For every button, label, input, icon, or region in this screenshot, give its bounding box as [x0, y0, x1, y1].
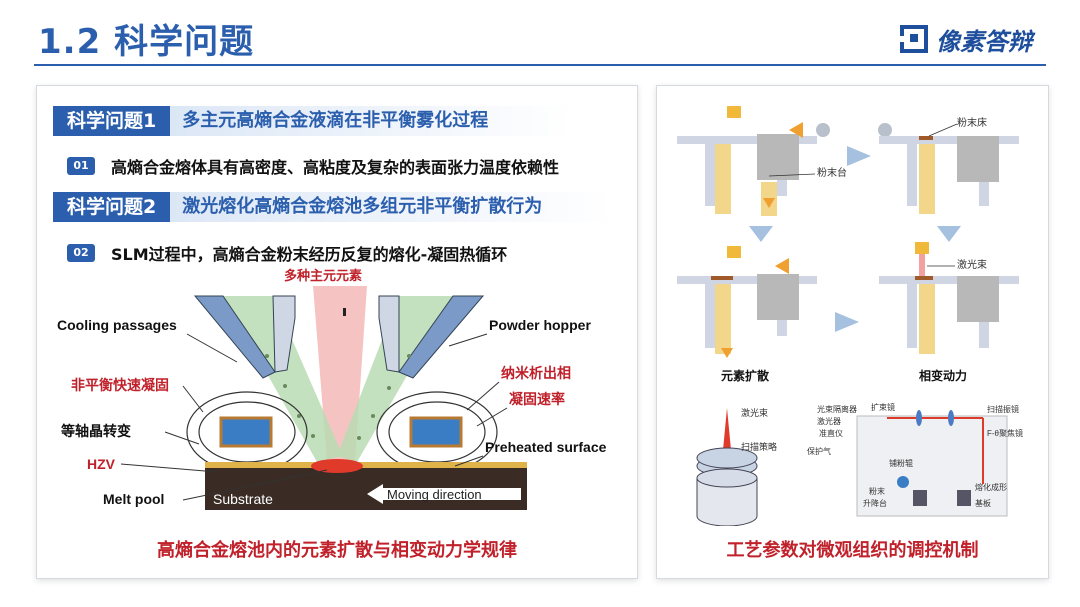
- substrate-label: Substrate: [213, 491, 273, 507]
- question-1-label: 科学问题1: [53, 106, 171, 136]
- brand-logo: 像素答辩: [900, 22, 1032, 56]
- scan-mirror-label: 扫描振镜: [987, 404, 1019, 414]
- question-2-label: 科学问题2: [53, 192, 171, 222]
- left-caption: 高熵合金熔池内的元素扩散与相变动力学规律: [157, 540, 517, 561]
- right-panel: 粉末台 粉末床 元素扩散: [656, 85, 1049, 579]
- left-panel: 科学问题1 多主元高熵合金液滴在非平衡雾化过程 01 高熵合金熔体具有高密度、高…: [36, 85, 638, 579]
- question-1: 科学问题1 多主元高熵合金液滴在非平衡雾化过程: [53, 106, 573, 136]
- point-1: 01 高熵合金熔体具有高密度、高粘度及复杂的表面张力温度依赖性: [67, 154, 559, 178]
- nonequilibrium-label: 非平衡快速凝固: [71, 377, 169, 393]
- powder-label: 粉末: [869, 486, 885, 496]
- beam-splitter-label: 光束隔离器: [817, 404, 857, 414]
- point-2: 02 SLM过程中，高熵合金粉末经历反复的熔化-凝固热循环: [67, 241, 507, 265]
- scan-strategy-figure: 激光束 扫描策略: [696, 407, 777, 526]
- slm-system-figure: 光束隔离器 扩束镜 激光器 准直仪 扫描振镜 F-θ聚焦镜 保护气 铺粉辊 粉末…: [807, 402, 1023, 517]
- step-1: 粉末台: [677, 106, 847, 216]
- powder-stream-left: [223, 296, 343, 462]
- nozzle-right-outer: [398, 295, 485, 379]
- powder-bed-label: 粉末床: [957, 116, 987, 129]
- point-2-text: SLM过程中，高熵合金粉末经历反复的熔化-凝固热循环: [111, 245, 508, 264]
- laser-beam-2-label: 激光束: [741, 407, 768, 418]
- f-theta-label: F-θ聚焦镜: [987, 428, 1023, 438]
- page-title: 1.2 科学问题: [38, 22, 255, 62]
- element-diffusion-label: 元素扩散: [721, 368, 770, 383]
- point-1-text: 高熵合金熔体具有高密度、高粘度及复杂的表面张力温度依赖性: [111, 158, 560, 177]
- lift-label: 升降台: [863, 498, 887, 508]
- melt-form-label: 熔化成形: [975, 482, 1007, 492]
- moving-direction-label: Moving direction: [387, 487, 482, 502]
- header-divider: [34, 64, 1046, 66]
- melt-pool: [311, 459, 363, 473]
- question-1-text: 多主元高熵合金液滴在非平衡雾化过程: [170, 106, 573, 136]
- shield-gas-label: 保护气: [807, 446, 831, 456]
- roller-label: 铺粉辊: [889, 458, 913, 468]
- elements-label: 多种主元元素: [284, 268, 362, 283]
- melt-pool-diagram: Substrate Moving direction 多种主元元素 Coolin…: [57, 268, 607, 510]
- beam-expander-label: 扩束镜: [871, 402, 895, 412]
- scan-strategy-label: 扫描策略: [741, 441, 777, 452]
- point-2-badge: 02: [67, 244, 95, 262]
- logo-icon: [900, 25, 928, 53]
- step-3: 元素扩散: [677, 246, 817, 383]
- nozzle-right-inner: [378, 295, 400, 373]
- nano-label: 纳米析出相: [501, 365, 571, 381]
- question-2-text: 激光熔化高熵合金熔池多组元非平衡扩散行为: [170, 192, 613, 222]
- powder-table-label: 粉末台: [817, 166, 847, 179]
- logo-text: 像素答辩: [936, 27, 1032, 56]
- laser-source-label: 激光器: [817, 416, 841, 426]
- melt-pool-label: Melt pool: [103, 491, 164, 507]
- right-caption: 工艺参数对微观组织的调控机制: [726, 540, 979, 561]
- step-2: 粉末床: [878, 116, 1019, 214]
- preheated-label: Preheated surface: [485, 439, 607, 455]
- hzv-label: HZV: [87, 456, 116, 472]
- laser-beam-label: 激光束: [957, 258, 987, 271]
- coil-left-core: [219, 416, 273, 448]
- hopper-label: Powder hopper: [489, 317, 591, 333]
- collimator-label: 准直仪: [819, 428, 843, 438]
- phase-kinetics-label: 相变动力: [919, 368, 967, 383]
- point-1-badge: 01: [67, 157, 95, 175]
- cooling-label: Cooling passages: [57, 317, 177, 333]
- solid-rate-label: 凝固速率: [509, 391, 565, 407]
- nozzle-left-inner: [272, 295, 296, 373]
- step-4: 激光束 相变动力: [879, 242, 1019, 383]
- question-2: 科学问题2 激光熔化高熵合金熔池多组元非平衡扩散行为: [53, 192, 613, 222]
- base-plate-label: 基板: [975, 498, 991, 508]
- slm-process-diagram: 粉末台 粉末床 元素扩散: [677, 106, 1023, 526]
- equiaxed-label: 等轴晶转变: [61, 423, 131, 439]
- coil-right-core: [409, 416, 463, 448]
